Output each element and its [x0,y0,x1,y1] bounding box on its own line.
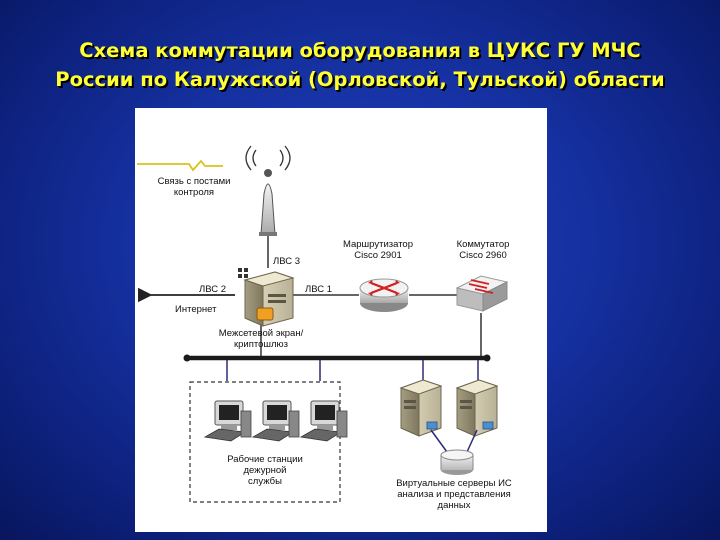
router-label-line-2: Cisco 2901 [354,250,402,261]
bus-end-right [483,354,491,362]
radio-link-label-line-2: контроля [173,187,215,198]
radio-link-label: Связь с постами контроля [149,176,239,198]
workstations-label: Рабочие станции дежурной службы [215,454,315,487]
lan1-label: ЛВС 1 [305,284,333,295]
router-icon [359,278,409,312]
firewall-server-icon [238,268,295,327]
switch-label: Коммутатор Cisco 2960 [441,239,525,261]
switch-label-line-2: Cisco 2960 [459,250,507,261]
storage-disk-icon [440,449,474,475]
network-diagram [137,145,509,503]
firewall-label: Межсетевой экран/ криптошлюз [205,328,317,350]
workstations-label-line-3: службы [248,476,282,487]
server-icon-2 [455,379,499,437]
slide-title: Схема коммутации оборудования в ЦУКС ГУ … [0,36,720,94]
workstation-icon-3 [299,400,348,442]
router-label-line-1: Маршрутизатор [342,239,414,250]
virtual-servers-label-line-3: данных [437,500,471,511]
bus-end-left [183,354,191,362]
antenna-icon [245,145,291,236]
radio-link-label-line-1: Связь с постами [157,176,231,187]
firewall-label-line-1: Межсетевой экран/ [218,328,304,339]
link-server1-storage [430,429,448,453]
network-diagram-panel: Связь с постами контроля ЛВС 3 ЛВС 2 ЛВС… [135,108,547,532]
router-label: Маршрутизатор Cisco 2901 [332,239,424,261]
slide-title-line-1: Схема коммутации оборудования в ЦУКС ГУ … [79,39,641,62]
workstations-label-line-1: Рабочие станции [227,454,303,465]
virtual-servers-label-line-1: Виртуальные серверы ИС [396,478,512,489]
switch-label-line-1: Коммутатор [456,239,510,250]
lightning-bolt-icon [137,159,223,172]
internet-label: Интернет [175,304,217,315]
workstation-icon-1 [203,400,252,442]
server-icon-1 [399,379,443,437]
workstations-label-line-2: дежурной [243,465,287,476]
lan2-label: ЛВС 2 [199,284,227,295]
switch-icon [455,275,509,312]
virtual-servers-label-line-2: анализа и представления [397,489,511,500]
workstations-group-frame [189,381,341,503]
lan3-label: ЛВС 3 [273,256,301,267]
firewall-label-line-2: криптошлюз [233,339,289,350]
virtual-servers-label: Виртуальные серверы ИС анализа и предста… [383,478,525,511]
slide-title-line-2: России по Калужской (Орловской, Тульской… [55,68,665,91]
workstation-icon-2 [251,400,300,442]
link-server2-storage [466,429,478,453]
